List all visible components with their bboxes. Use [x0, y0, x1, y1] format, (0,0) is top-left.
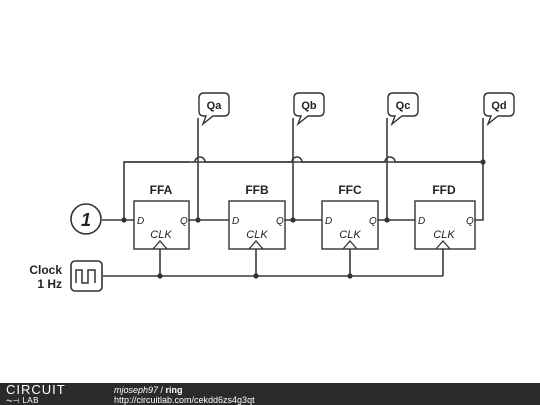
- clk-pin-label: CLK: [150, 229, 172, 241]
- logo-top-text: CIRCUIT: [6, 382, 66, 397]
- q-pin-label: Q: [369, 216, 377, 227]
- circuitlab-logo[interactable]: CIRCUIT ⏦⊣ LAB: [6, 382, 66, 405]
- ff-name: FFB: [245, 183, 269, 197]
- output-label: Qb: [301, 100, 317, 112]
- logo-bottom-text: LAB: [22, 396, 39, 405]
- clk-pin-label: CLK: [433, 229, 455, 241]
- clock-bus-wire: [103, 249, 444, 277]
- flipflop-ffc[interactable]: FFC D Q CLK: [321, 183, 379, 250]
- circuit-title[interactable]: ring: [165, 385, 183, 395]
- square-wave-icon: [75, 269, 96, 284]
- ff-name: FFD: [432, 183, 456, 197]
- resistor-icon: ⏦⊣: [6, 396, 20, 405]
- logo-bottom-row: ⏦⊣ LAB: [6, 396, 66, 405]
- clock-source[interactable]: [70, 260, 103, 292]
- feedback-hops: [124, 156, 483, 163]
- output-label: Qa: [207, 100, 223, 112]
- output-tag-qd[interactable]: Qd: [483, 92, 515, 127]
- output-tag-qc[interactable]: Qc: [387, 92, 419, 127]
- q-pin-label: Q: [276, 216, 284, 227]
- flipflop-ffa[interactable]: FFA D Q CLK: [133, 183, 190, 250]
- q-pin-label: Q: [180, 216, 188, 227]
- d-pin-label: D: [232, 216, 239, 227]
- d-pin-label: D: [137, 216, 144, 227]
- clock-edge-icon: [342, 240, 358, 250]
- clock-edge-icon: [435, 240, 451, 250]
- d-pin-label: D: [325, 216, 332, 227]
- footer-bar: CIRCUIT ⏦⊣ LAB mjoseph97 / ring http://c…: [0, 383, 540, 405]
- separator: /: [158, 385, 166, 395]
- output-label: Qd: [491, 100, 506, 112]
- clock-label-line1: Clock: [29, 263, 62, 277]
- circuit-schematic: 1 Clock 1 Hz FFA D Q CLK FFB D Q CLK FFC…: [29, 92, 515, 292]
- q-pin-label: Q: [466, 216, 474, 227]
- circuit-url[interactable]: http://circuitlab.com/cekdd6zs4g3qt: [114, 395, 255, 405]
- clk-pin-label: CLK: [339, 229, 361, 241]
- output-label: Qc: [396, 100, 411, 112]
- clock-edge-icon: [248, 240, 264, 250]
- output-tag-qa[interactable]: Qa: [198, 92, 230, 127]
- d-pin-label: D: [418, 216, 425, 227]
- flipflop-ffd[interactable]: FFD D Q CLK: [414, 183, 476, 250]
- clock-label-line2: 1 Hz: [37, 277, 62, 291]
- ff-name: FFA: [150, 183, 173, 197]
- output-tag-qb[interactable]: Qb: [293, 92, 325, 127]
- clk-pin-label: CLK: [246, 229, 268, 241]
- circuit-meta: mjoseph97 / ring http://circuitlab.com/c…: [114, 385, 255, 405]
- ff-name: FFC: [338, 183, 362, 197]
- constant-source[interactable]: 1: [70, 203, 102, 235]
- flipflop-ffb[interactable]: FFB D Q CLK: [228, 183, 286, 250]
- constant-value: 1: [81, 210, 91, 230]
- author-link[interactable]: mjoseph97: [114, 385, 159, 395]
- clock-edge-icon: [152, 240, 168, 250]
- junction-dots: [121, 159, 486, 279]
